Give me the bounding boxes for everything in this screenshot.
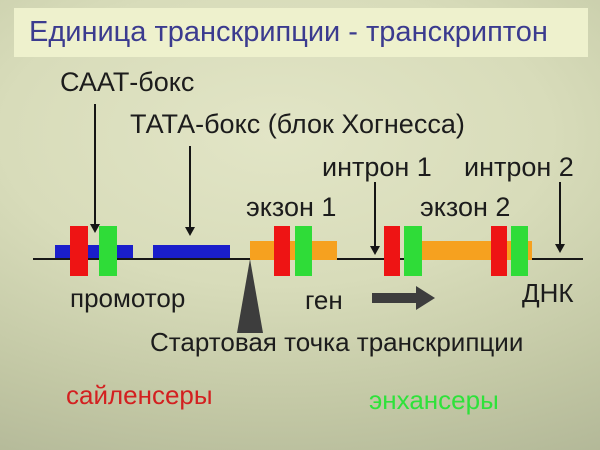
tata-box-pointer-down-arrow-icon: [185, 146, 196, 236]
label-intron-2: интрон 2: [464, 152, 574, 182]
enhancer-box-3: [404, 226, 422, 276]
label-tata-box: ТАТА-бокс (блок Хогнесса): [130, 109, 465, 139]
label-enhancers: энхансеры: [369, 385, 499, 415]
enhancer-box-1: [99, 226, 117, 276]
page-title: Единица транскрипции - транскриптон: [29, 16, 548, 48]
silencer-box-1: [70, 226, 88, 276]
transcription-start-marker: [237, 259, 263, 333]
caat-box-pointer-down-arrow-icon: [90, 104, 101, 233]
exon-1-bar: [250, 241, 337, 260]
label-exon-1: экзон 1: [246, 192, 337, 222]
silencer-box-4: [491, 226, 507, 276]
label-exon-2: экзон 2: [420, 192, 511, 222]
intron-2-pointer-down-arrow-icon: [555, 182, 566, 253]
silencer-box-3: [384, 226, 400, 276]
label-dna: ДНК: [522, 278, 574, 308]
label-caat-box: СААТ-бокс: [60, 67, 195, 97]
label-transcription-start: Стартовая точка транскрипции: [150, 327, 524, 357]
label-promoter: промотор: [70, 283, 186, 313]
enhancer-box-2: [295, 226, 312, 276]
enhancer-box-4: [511, 226, 528, 276]
label-gene: ген: [305, 285, 343, 315]
title-bar: Единица транскрипции - транскриптон: [14, 8, 588, 57]
intron-1-pointer-down-arrow-icon: [370, 182, 381, 255]
silencer-box-2: [274, 226, 290, 276]
promoter-segment-1: [55, 245, 133, 258]
label-intron-1: интрон 1: [322, 152, 432, 182]
promoter-segment-2: [153, 245, 230, 258]
label-silencers: сайленсеры: [66, 380, 213, 410]
